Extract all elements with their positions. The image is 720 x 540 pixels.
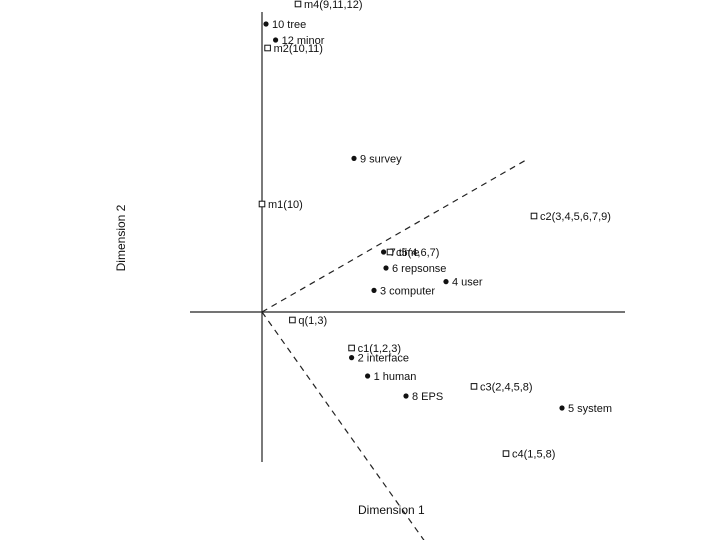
term-point-marker [403, 393, 409, 399]
document-point-marker [294, 0, 302, 8]
boundary-line-1 [261, 159, 527, 313]
point-label: 3 computer [380, 285, 435, 297]
document-point-marker [470, 383, 478, 390]
term-point-marker [443, 279, 449, 285]
data-points: 1 human 2 interface 3 computer 4 user 5 syst… [258, 0, 612, 461]
document-point-marker [258, 200, 266, 208]
term-point-marker [365, 373, 371, 379]
point-label: 12 minor [282, 35, 325, 47]
document-point-marker [348, 344, 355, 352]
point-label: 5 system [568, 403, 612, 415]
point-label: q(1,3) [298, 315, 327, 327]
point-label: c1(1,2,3) [358, 343, 401, 355]
document-point-marker [289, 316, 296, 324]
point-label: m4(9,11,12) [304, 0, 363, 11]
point-label: c3(2,4,5,8) [480, 381, 533, 393]
boundary-line-2 [261, 311, 425, 540]
term-point-marker [381, 249, 387, 255]
point-label: c2(3,4,5,6,7,9) [540, 211, 611, 223]
term-point-marker [371, 287, 377, 293]
document-point-marker [386, 248, 394, 256]
boundary-lines [261, 159, 527, 540]
term-point-marker [351, 155, 357, 161]
term-point-marker [349, 355, 355, 361]
point-label: 2 interface [358, 353, 409, 365]
point-label: c5(4,6,7) [396, 247, 439, 259]
point-label: 7 time [390, 247, 420, 259]
document-point-marker [530, 212, 538, 220]
term-point-marker [263, 21, 269, 27]
document-point-marker [502, 450, 510, 457]
point-label: 9 survey [360, 153, 402, 165]
point-label: 8 EPS [412, 391, 443, 403]
point-label: 10 tree [272, 19, 306, 31]
term-point-marker [559, 405, 565, 411]
document-point-marker [264, 44, 271, 52]
term-point-marker [273, 37, 279, 43]
point-label: c4(1,5,8) [512, 449, 555, 461]
point-label: 1 human [374, 371, 417, 383]
point-label: 4 user [452, 277, 483, 289]
point-label: m2(10,11) [274, 43, 323, 55]
term-point-marker [383, 265, 389, 271]
point-label: 6 repsonse [392, 263, 446, 275]
point-label: m1(10) [268, 199, 303, 211]
y-axis-label: Dimension 2 [114, 204, 128, 271]
x-axis-label: Dimension 1 [358, 503, 425, 517]
